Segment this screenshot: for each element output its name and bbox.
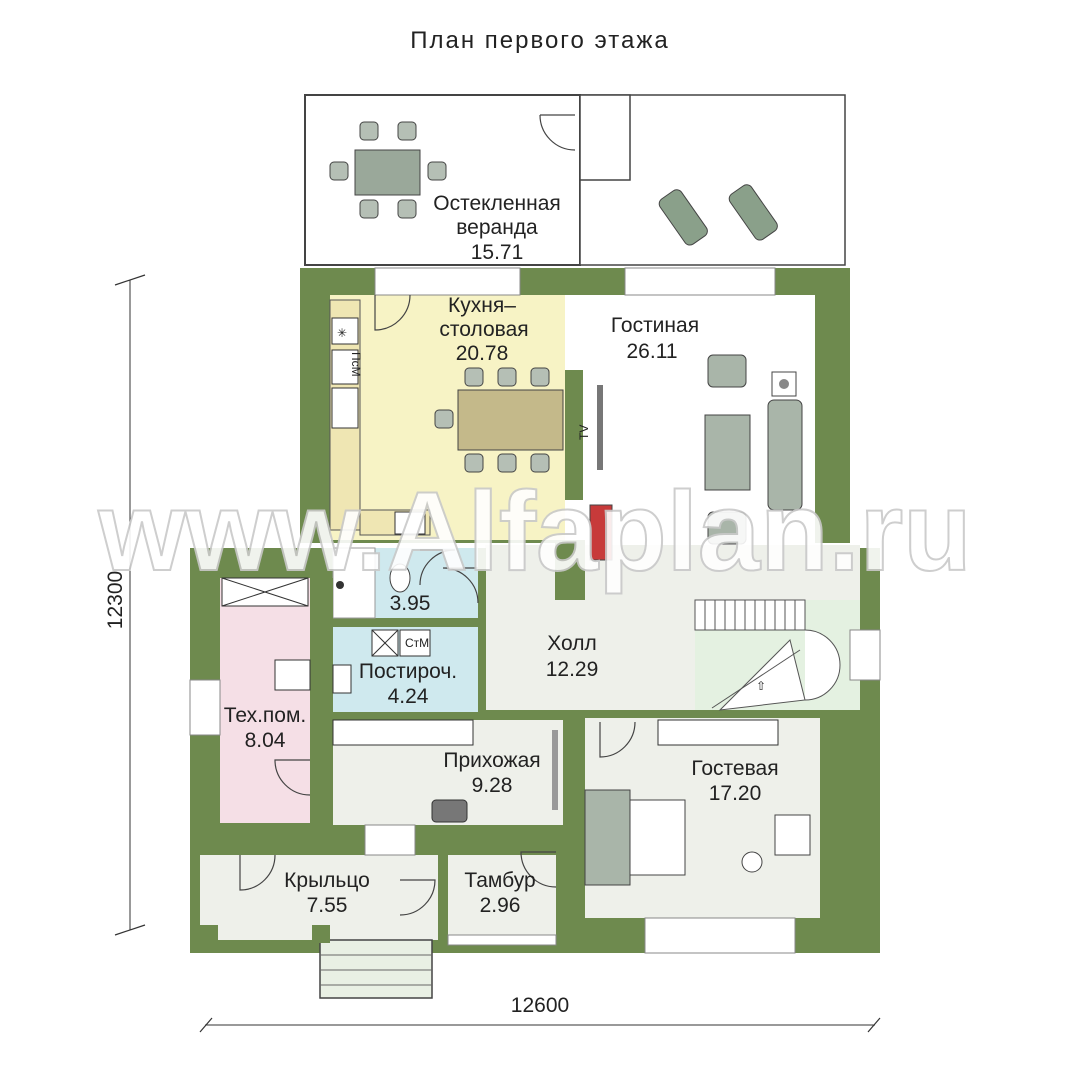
window [447,934,557,946]
room-label-porch: Крыльцо 7.55 [284,869,370,917]
room-area: 17.20 [709,782,762,805]
room-area: 26.11 [627,340,678,363]
room-label-tambur: Тамбур 2.96 [464,869,535,917]
stair-arrow-icon: ⇧ [756,679,766,693]
door-swing [599,721,636,758]
guest-room-furniture [584,789,811,886]
room-label-guest: Гостевая 17.20 [691,757,778,805]
kitchen-dining-table [434,367,564,473]
tv-label: TV [577,425,591,440]
room-label-tech: Тех.пом. 8.04 [224,704,307,752]
room-area: 4.24 [388,685,429,708]
room-name: Прихожая [443,749,540,772]
kitchen-counter: ✳ [329,299,431,536]
room-name: Остекленная [433,192,561,215]
dimension-width: 12600 [199,994,881,1033]
room-name: столовая [439,318,528,341]
room-label-entry: Прихожая 9.28 [443,749,540,797]
room-label-bath: 3.95 [390,592,431,615]
room-name: Крыльцо [284,869,370,892]
dishwasher-label: ПсМ [349,352,363,377]
dim-width-label: 12600 [511,994,569,1017]
room-label-kitchen: Кухня– столовая 20.78 [439,294,528,365]
porch-column [312,925,330,943]
living-room-furniture [589,354,803,561]
watermark: www.Alfaplan.ru [97,469,971,594]
laundry-fixtures [332,629,431,694]
porch-column [200,925,218,943]
window [189,679,221,736]
room-name: веранда [456,216,538,239]
cooktop-icon: ✳ [337,326,347,340]
partition-entry-guest [563,712,585,852]
room-name: Тамбур [464,869,535,892]
window [644,917,796,954]
room-name: Гостевая [691,757,778,780]
room-area: 7.55 [307,894,348,917]
tambur-floor [448,855,556,935]
partition-tambur-guest [556,825,585,935]
door-swing [419,549,456,586]
room-name: Гостиная [611,314,699,337]
tech-room-equipment [221,577,311,691]
room-name: Холл [547,632,597,655]
room-area: 12.29 [546,658,599,681]
bath-fixtures [336,563,411,593]
door-swing [374,294,411,331]
partition-porch-tambur [438,825,448,935]
terrace-column [579,94,631,181]
partition-living [555,540,585,600]
staircase: ⇧ [694,599,841,711]
door-swing [274,759,311,796]
partition-bath-hall [478,548,486,712]
room-label-living: Гостиная 26.11 [611,314,699,363]
window [849,629,881,681]
tech-floor [220,578,310,823]
room-area: 20.78 [456,342,509,365]
room-area: 15.71 [471,241,524,264]
room-area: 3.95 [390,592,431,615]
door-swing [442,567,479,604]
entry-wardrobe [332,719,779,823]
room-area: 2.96 [480,894,521,917]
partition-tech [310,578,333,855]
veranda-dining-set [329,121,447,219]
partition-kitchen-living [565,370,583,500]
dimension-height: 12300 [104,274,146,936]
door-swing [539,114,576,151]
washer-label: СтМ [405,636,429,650]
plan-title: План первого этажа [410,27,669,54]
terrace-loungers [658,184,778,246]
room-label-hall: Холл 12.29 [546,632,599,681]
porch-steps [319,939,433,999]
window [624,267,776,296]
window [364,824,416,856]
room-area: 9.28 [472,774,513,797]
window [374,267,521,296]
room-name: Кухня– [448,294,516,317]
room-label-veranda: Остекленная веранда 15.71 [433,192,561,264]
door-swing [239,854,276,891]
room-name: Тех.пом. [224,704,307,727]
door-swing [399,879,436,916]
door-swing [520,851,557,888]
room-name: Постироч. [359,660,457,683]
room-area: 8.04 [245,729,286,752]
room-label-laundry: Постироч. 4.24 [359,660,457,708]
dim-height-label: 12300 [104,571,127,629]
